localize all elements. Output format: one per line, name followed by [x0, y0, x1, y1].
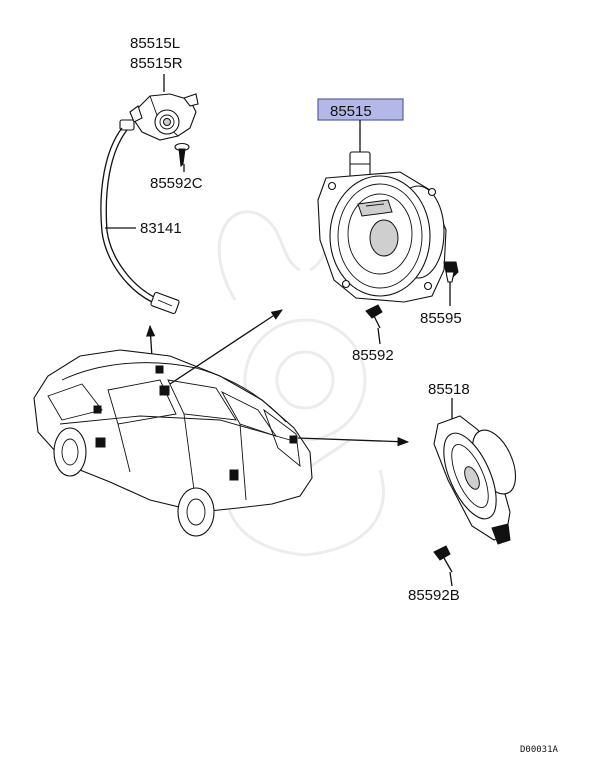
screw-icon: [365, 304, 383, 345]
diagram-code: D00031A: [520, 745, 559, 755]
arrow-to-tweeter: [145, 324, 156, 359]
label-speaker-front: 85515: [330, 103, 372, 120]
screw-icon: [174, 142, 190, 172]
label-harness: 83141: [140, 220, 182, 237]
wire-harness-icon: [100, 127, 180, 315]
label-tweeter-left: 85515L: [130, 35, 180, 52]
screw-icon: [433, 545, 453, 587]
label-speaker-rear: 85518: [428, 381, 470, 398]
tweeter-assembly-icon: [119, 74, 199, 141]
label-clip: 85595: [420, 310, 462, 327]
label-tweeter-right: 85515R: [130, 55, 183, 72]
rear-speaker-icon: [433, 415, 517, 545]
vehicle-icon: [33, 349, 313, 537]
label-screw-c: 85592C: [150, 175, 203, 192]
arrow-to-front-speaker: [169, 309, 283, 385]
label-screw: 85592: [352, 347, 394, 364]
label-screw-b: 85592B: [408, 587, 460, 604]
front-speaker-icon: [317, 151, 447, 303]
arrow-to-rear-speaker: [297, 436, 410, 447]
clip-icon: [443, 261, 459, 306]
